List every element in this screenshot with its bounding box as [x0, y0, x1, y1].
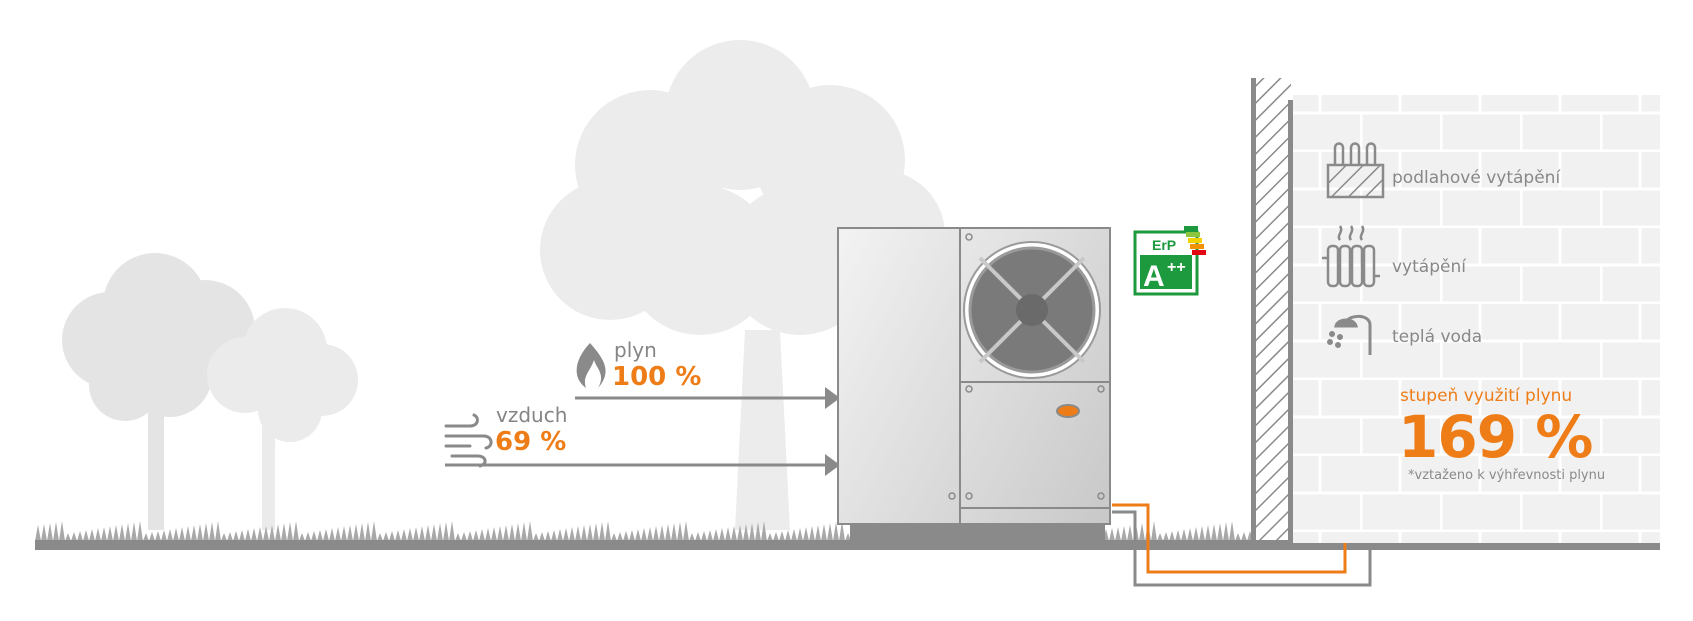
wind-icon: [444, 413, 493, 468]
result-value: 169 %: [1398, 403, 1593, 471]
air-arrow: [445, 454, 840, 476]
use-heating-label: vytápění: [1392, 257, 1466, 277]
energy-label-icon: ErP A ++: [1133, 226, 1206, 296]
use-floor-heating-label: podlahové vytápění: [1392, 168, 1561, 188]
floor-heating-icon: [1326, 142, 1385, 199]
result-title: stupeň využití plynu: [1400, 386, 1573, 406]
energy-label-class: A: [1143, 260, 1165, 293]
gas-arrow: [575, 387, 840, 409]
gas-value: 100 %: [612, 362, 702, 392]
air-label: vzduch: [496, 403, 568, 427]
shower-icon: [1327, 314, 1372, 355]
tree-left-2: [207, 308, 358, 530]
gas-label: plyn: [614, 338, 657, 362]
radiator-icon: [1322, 225, 1380, 288]
result-note: *vztaženo k výhřevnosti plynu: [1408, 468, 1606, 483]
energy-label-plus: ++: [1167, 259, 1186, 276]
use-hot-water-label: teplá voda: [1392, 327, 1483, 347]
air-value: 69 %: [495, 427, 567, 457]
energy-label-badge: ErP: [1152, 237, 1176, 253]
heat-pump-unit: [837, 227, 1111, 540]
flame-icon: [576, 343, 606, 388]
